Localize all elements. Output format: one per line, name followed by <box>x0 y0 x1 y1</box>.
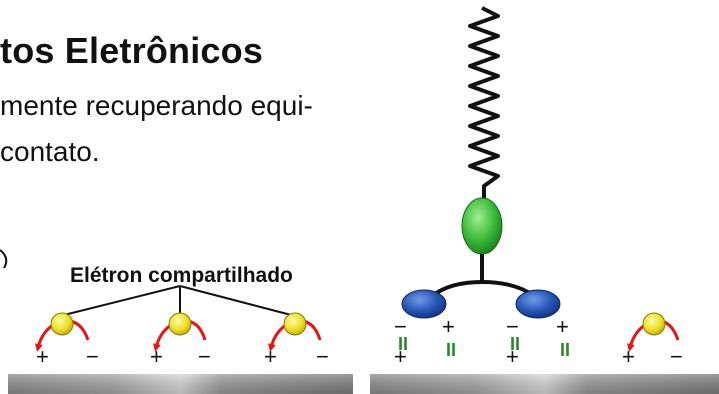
plus-sign: + <box>150 344 163 369</box>
shared-electron-label: Elétron compartilhado <box>70 264 293 287</box>
electron-icon <box>283 312 307 336</box>
minus-sign: − <box>506 314 519 339</box>
polymer-chain <box>468 6 500 198</box>
plus-sign: + <box>36 344 49 369</box>
blue-anchor-right <box>515 289 561 319</box>
plus-sign: + <box>506 344 519 369</box>
body-text-line-2: contato. <box>0 136 100 167</box>
electron-icon <box>168 312 192 336</box>
shared-electron-1 <box>34 312 90 352</box>
minus-sign: − <box>394 314 407 339</box>
page-title: tos Eletrônicos <box>0 30 264 71</box>
green-ligand-body <box>461 197 503 255</box>
plus-sign: + <box>442 314 455 339</box>
blue-anchor-left <box>401 289 447 319</box>
minus-sign: − <box>670 344 683 369</box>
cropped-mark <box>0 249 8 269</box>
electron-icon <box>50 312 74 336</box>
minus-sign: − <box>86 344 99 369</box>
plus-sign: + <box>264 344 277 369</box>
equal-marker: II <box>510 334 520 354</box>
minus-sign: − <box>316 344 329 369</box>
free-electron <box>626 312 680 352</box>
body-text-line-1: mente recuperando equi- <box>0 90 313 121</box>
plus-sign: + <box>622 344 635 369</box>
shared-electron-3 <box>267 312 322 352</box>
electron-icon <box>642 312 666 336</box>
shared-electron-2 <box>152 312 207 352</box>
plus-sign: + <box>394 344 407 369</box>
equal-marker: II <box>398 334 408 354</box>
equal-marker: II <box>446 340 456 360</box>
minus-sign: − <box>198 344 211 369</box>
equal-marker: II <box>560 340 570 360</box>
plus-sign: + <box>556 314 569 339</box>
